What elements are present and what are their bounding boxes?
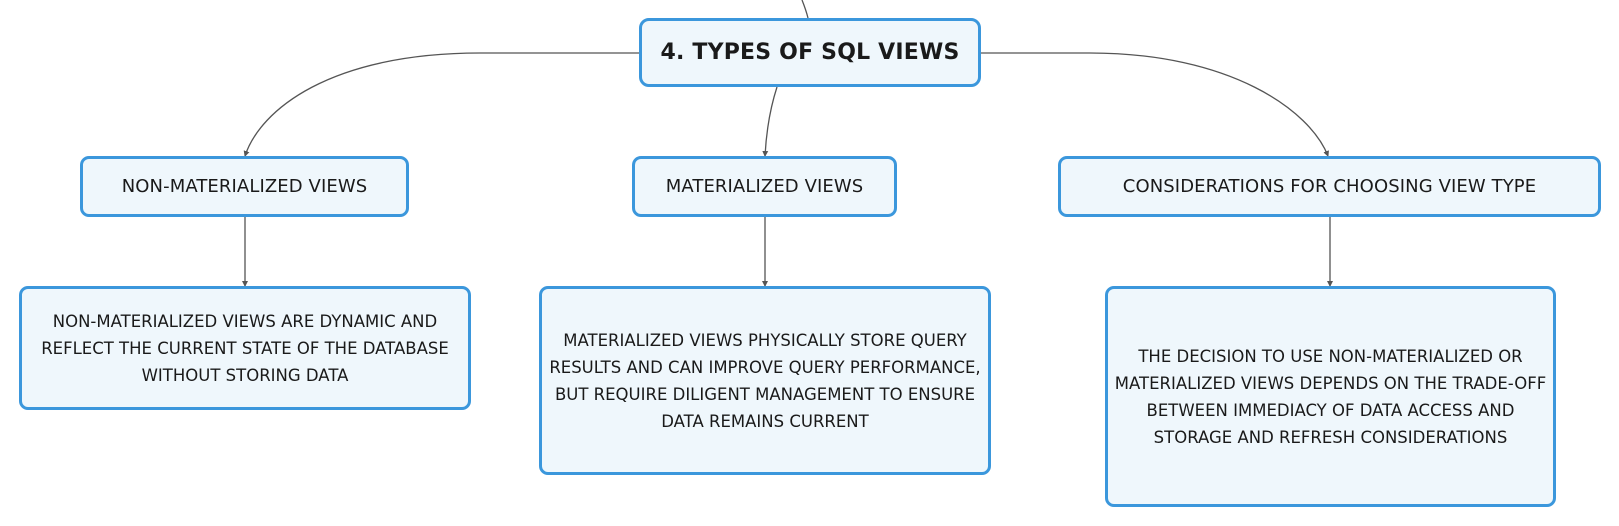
connector-root-to-non-materialized — [243, 52, 639, 157]
branch-node-non-materialized-views[interactable]: NON-MATERIALIZED VIEWS — [80, 156, 409, 217]
root-topic-node[interactable]: 4. TYPES OF SQL VIEWS — [639, 18, 981, 87]
detail-node-non-materialized-views[interactable]: NON-MATERIALIZED VIEWS ARE DYNAMIC AND R… — [19, 286, 471, 410]
branch-label-materialized-views: MATERIALIZED VIEWS — [665, 176, 864, 197]
branch-label-non-materialized-views: NON-MATERIALIZED VIEWS — [121, 176, 368, 197]
detail-text-considerations: THE DECISION TO USE NON-MATERIALIZED OR … — [1114, 346, 1547, 447]
root-topic-title: 4. TYPES OF SQL VIEWS — [660, 40, 960, 65]
connector-parent-to-root — [801, 0, 809, 19]
connector-root-to-materialized — [762, 86, 778, 157]
branch-node-materialized-views[interactable]: MATERIALIZED VIEWS — [632, 156, 897, 217]
branch-node-considerations[interactable]: CONSIDERATIONS FOR CHOOSING VIEW TYPE — [1058, 156, 1601, 217]
detail-node-considerations[interactable]: THE DECISION TO USE NON-MATERIALIZED OR … — [1105, 286, 1556, 507]
connector-root-to-considerations — [981, 52, 1329, 157]
detail-node-materialized-views[interactable]: MATERIALIZED VIEWS PHYSICALLY STORE QUER… — [539, 286, 991, 475]
detail-text-materialized-views: MATERIALIZED VIEWS PHYSICALLY STORE QUER… — [549, 330, 981, 431]
detail-text-non-materialized-views: NON-MATERIALIZED VIEWS ARE DYNAMIC AND R… — [41, 311, 449, 385]
branch-label-considerations: CONSIDERATIONS FOR CHOOSING VIEW TYPE — [1122, 176, 1537, 197]
